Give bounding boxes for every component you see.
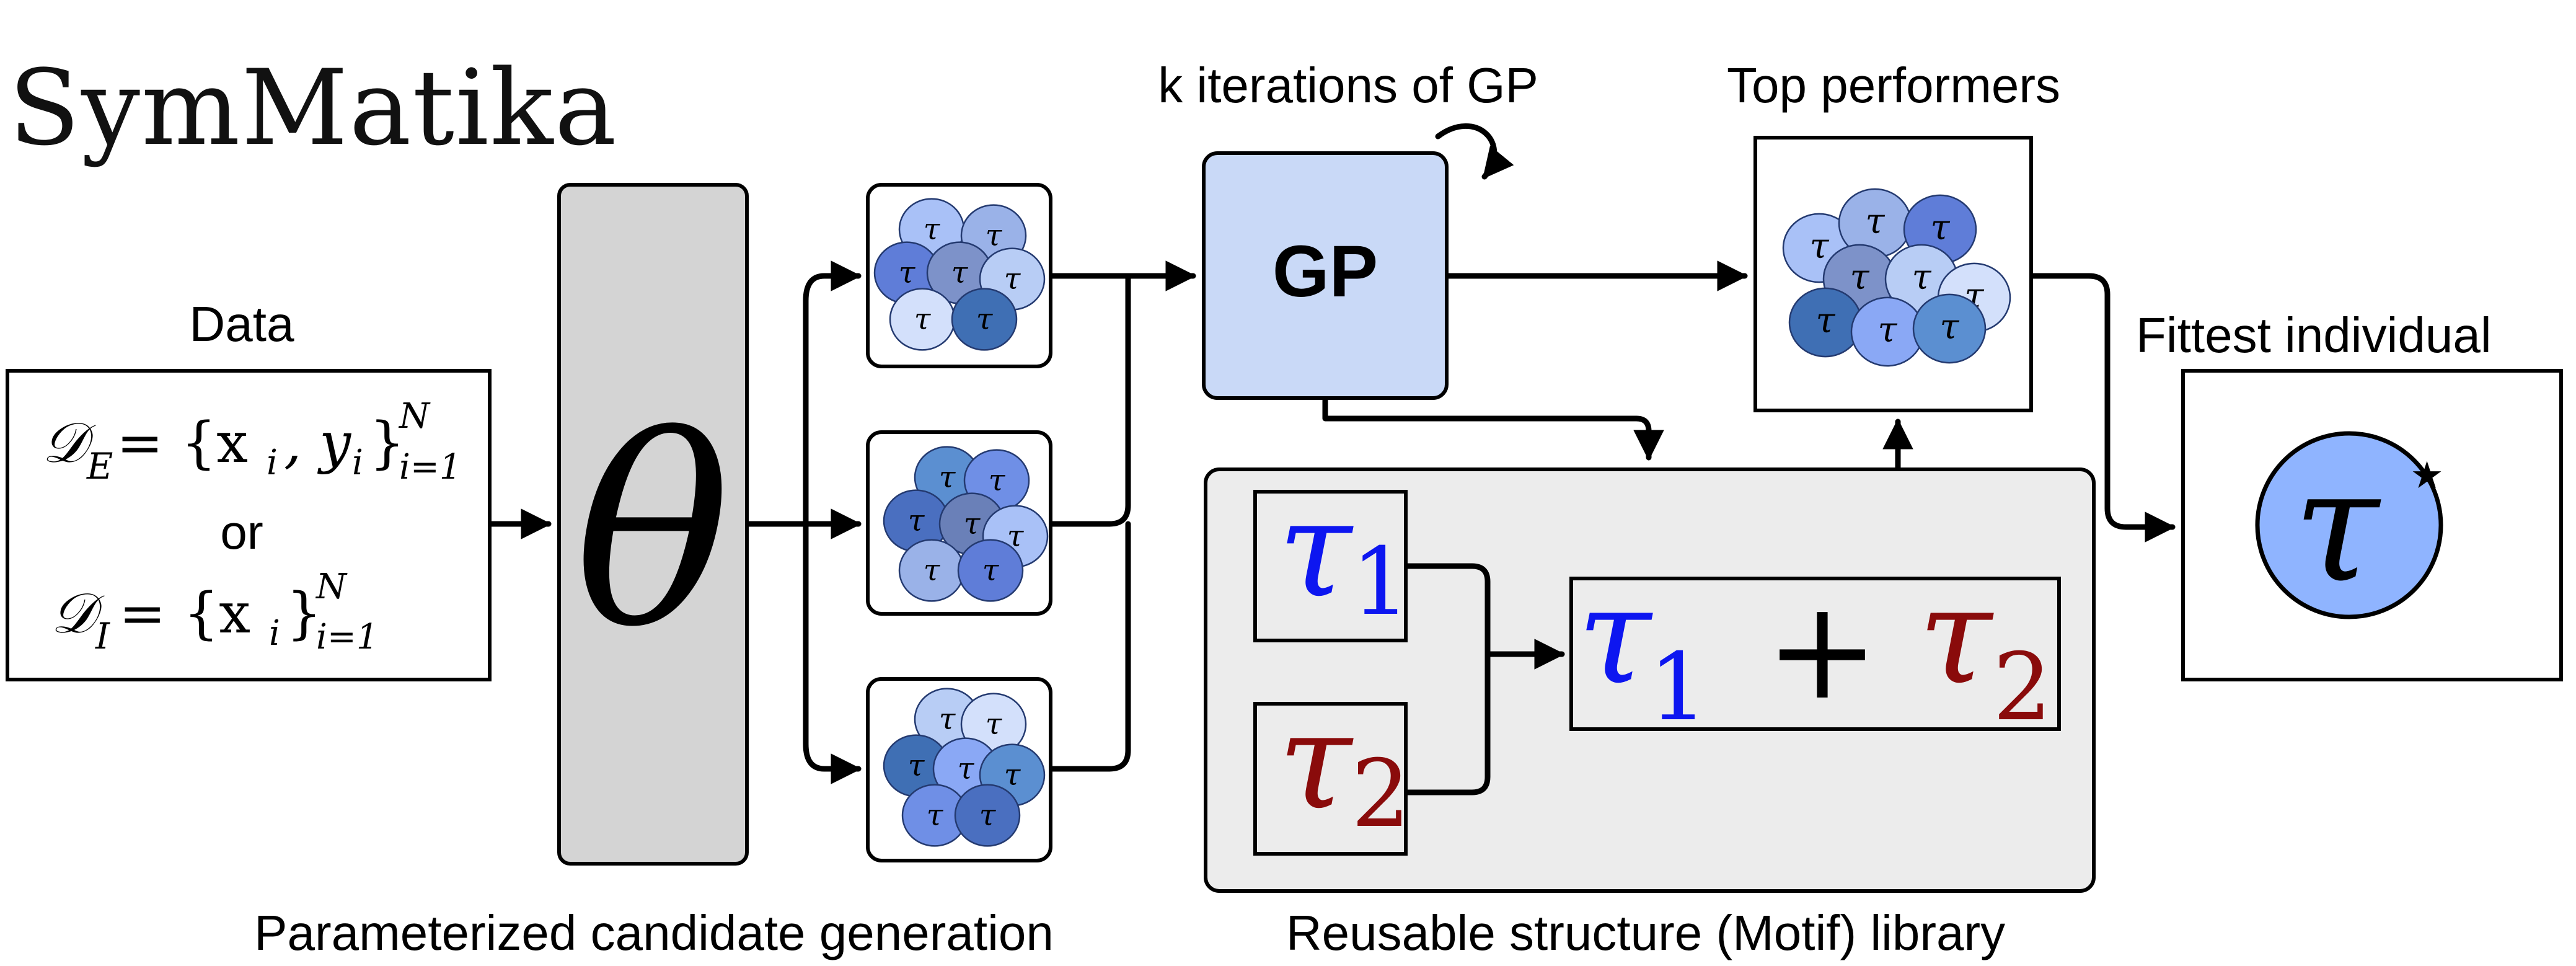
motif-tau2-sub: 2: [1351, 740, 1410, 848]
wire-cluster-3-out: [1049, 521, 1131, 772]
motif-library-label: Reusable structure (Motif) library: [1286, 905, 2005, 960]
eq-e-close: }: [369, 410, 405, 476]
candidate-tau: τ: [924, 212, 941, 247]
eq-i-close: }: [286, 581, 322, 646]
candidate-tau: τ: [1810, 226, 1830, 267]
implicit-dataset-equation: 𝒟 I = {x i } N i=1: [51, 567, 378, 657]
eq-e-index-y: i: [352, 443, 363, 483]
arrow-theta-to-cluster-3: [803, 521, 862, 784]
top-performers-label: Top performers: [1727, 58, 2060, 113]
sum-tau1: τ: [1577, 558, 1653, 714]
eq-e-range: i=1: [399, 447, 461, 487]
eq-e-sup: N: [398, 396, 431, 436]
k-iterations-label: k iterations of GP: [1158, 58, 1538, 113]
candidate-tau: τ: [976, 302, 994, 337]
candidate-tau: τ: [939, 460, 956, 495]
candidate-tau: τ: [908, 748, 925, 783]
candidate-tau: τ: [1004, 758, 1021, 792]
candidate-tau: τ: [989, 463, 1006, 498]
arrow-theta-to-cluster-1: [745, 260, 862, 527]
candidate-blob: [954, 784, 1021, 847]
candidate-blob: [1912, 293, 1987, 364]
candidate-tau: τ: [964, 507, 981, 541]
wire-tau2-to-sum: [1404, 651, 1491, 795]
gp-loop-arrow: [1435, 123, 1514, 180]
explicit-dataset-equation: 𝒟 E = {x i , y i } N i=1: [42, 396, 461, 487]
motif-tau1-box: [1253, 490, 1408, 642]
sum-tau2-sub: 2: [1993, 634, 2052, 742]
eq-i-range: i=1: [316, 617, 378, 657]
eq-i-sub: I: [95, 615, 110, 657]
candidate-tau: τ: [899, 255, 916, 290]
eq-e-index: i: [267, 443, 278, 483]
sum-tau2: τ: [1918, 558, 1994, 714]
candidate-tau: τ: [1940, 307, 1960, 347]
motif-tau1-sub: 1: [1351, 528, 1410, 636]
eq-i-index: i: [269, 613, 280, 654]
fittest-individual-label: Fittest individual: [2136, 308, 2492, 363]
candidate-tau: τ: [908, 503, 925, 538]
eq-i-body: = {x: [119, 581, 250, 646]
motif-tau2: τ: [1278, 683, 1354, 839]
fittest-star: ⋆: [2404, 431, 2450, 517]
sum-plus: +: [1765, 571, 1879, 730]
fittest-individual-node: [2255, 431, 2443, 619]
candidate-tau: τ: [939, 702, 956, 737]
theta-symbol: θ: [575, 382, 731, 685]
candidate-tau: τ: [986, 218, 1003, 253]
gp-label: GP: [1273, 231, 1378, 312]
motif-sum-box: [1569, 577, 2061, 731]
wire-cluster-2-out: [1049, 273, 1131, 527]
eq-e-sep: , y: [284, 410, 351, 476]
data-box: [6, 369, 492, 681]
candidate-tau: τ: [1931, 208, 1951, 248]
candidate-tau: τ: [958, 751, 975, 786]
eq-e-sub: E: [86, 445, 113, 487]
eq-e-body: = {x: [117, 410, 248, 476]
candidate-blob: [957, 539, 1024, 602]
parameterized-generation-label: Parameterized candidate generation: [254, 905, 1054, 960]
motif-tau2-box: [1253, 702, 1408, 856]
arrow-gp-to-motif-library: [1322, 396, 1664, 461]
eq-i-sup: N: [315, 567, 348, 607]
candidate-tau: τ: [951, 255, 969, 290]
candidate-tau: τ: [927, 798, 944, 833]
sum-tau1-sub: 1: [1649, 634, 1708, 742]
candidate-tau: τ: [1878, 310, 1898, 350]
candidate-tau: τ: [979, 798, 997, 833]
candidate-tau: τ: [1866, 202, 1886, 242]
candidate-tau: τ: [1004, 262, 1021, 296]
wire-tau1-to-sum: [1404, 563, 1491, 657]
candidate-tau: τ: [1850, 257, 1870, 298]
candidate-tau: τ: [924, 553, 941, 588]
candidate-tau: τ: [914, 302, 932, 337]
title: SymMatika: [9, 47, 618, 169]
candidate-tau: τ: [1816, 301, 1836, 341]
candidate-tau: τ: [1912, 257, 1932, 298]
fittest-tau: τ: [2293, 436, 2381, 616]
candidate-tau: τ: [986, 707, 1003, 742]
candidate-tau: τ: [982, 553, 1000, 588]
data-label: Data: [190, 296, 294, 352]
candidate-blob: [951, 288, 1018, 351]
or-label: or: [220, 505, 263, 559]
arrow-top-to-fittest: [2029, 273, 2176, 543]
motif-tau1: τ: [1278, 471, 1354, 627]
